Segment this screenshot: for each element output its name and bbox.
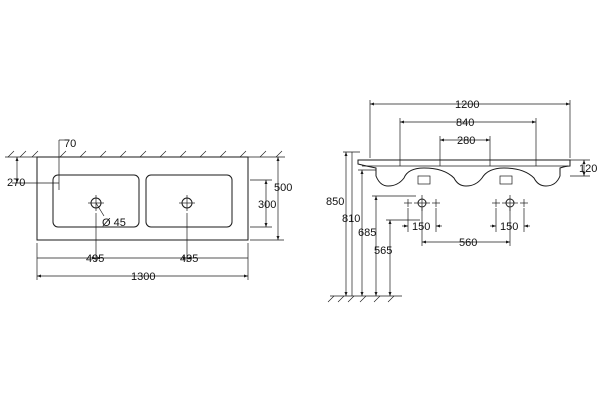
dim-120-label: 120 bbox=[579, 163, 597, 175]
dim-500-label: 500 bbox=[274, 182, 292, 194]
dim-495-right-label: 495 bbox=[180, 253, 198, 265]
dim-70-label: 70 bbox=[64, 138, 76, 150]
floor-hatching bbox=[327, 295, 395, 303]
left-supply-cross-icon-2 bbox=[432, 199, 440, 207]
dim-150-right-label: 150 bbox=[500, 221, 518, 233]
wall-hatching bbox=[7, 150, 283, 158]
dim-150-left-label: 150 bbox=[412, 221, 430, 233]
dim-300-label: 300 bbox=[258, 199, 276, 211]
dim-565-label: 565 bbox=[374, 245, 392, 257]
right-supply-cross-icon-2 bbox=[520, 199, 528, 207]
side-view: 1200 840 280 120 850 810 685 565 bbox=[326, 99, 597, 303]
top-view: 70 270 300 500 Ø 45 495 495 1300 bbox=[5, 138, 292, 283]
dim-1300-label: 1300 bbox=[131, 271, 155, 283]
basin-outline bbox=[36, 156, 249, 241]
basin-profile bbox=[357, 158, 571, 187]
dim-840-label: 840 bbox=[456, 117, 474, 129]
dim-560-label: 560 bbox=[459, 237, 477, 249]
right-supply-cross-icon bbox=[492, 199, 500, 207]
right-bowl bbox=[145, 174, 233, 228]
dim-495-left-label: 495 bbox=[86, 253, 104, 265]
dim-810-label: 810 bbox=[342, 213, 360, 225]
left-supply-cross-icon bbox=[404, 199, 412, 207]
dim-270-label: 270 bbox=[7, 177, 25, 189]
right-drain-icon bbox=[179, 195, 195, 211]
dim-685-label: 685 bbox=[358, 227, 376, 239]
diameter-leader bbox=[95, 202, 105, 217]
dim-850-label: 850 bbox=[326, 196, 344, 208]
dim-280-label: 280 bbox=[457, 135, 475, 147]
dim-1200-label: 1200 bbox=[455, 99, 479, 111]
dim-diameter-label: Ø 45 bbox=[102, 217, 126, 229]
